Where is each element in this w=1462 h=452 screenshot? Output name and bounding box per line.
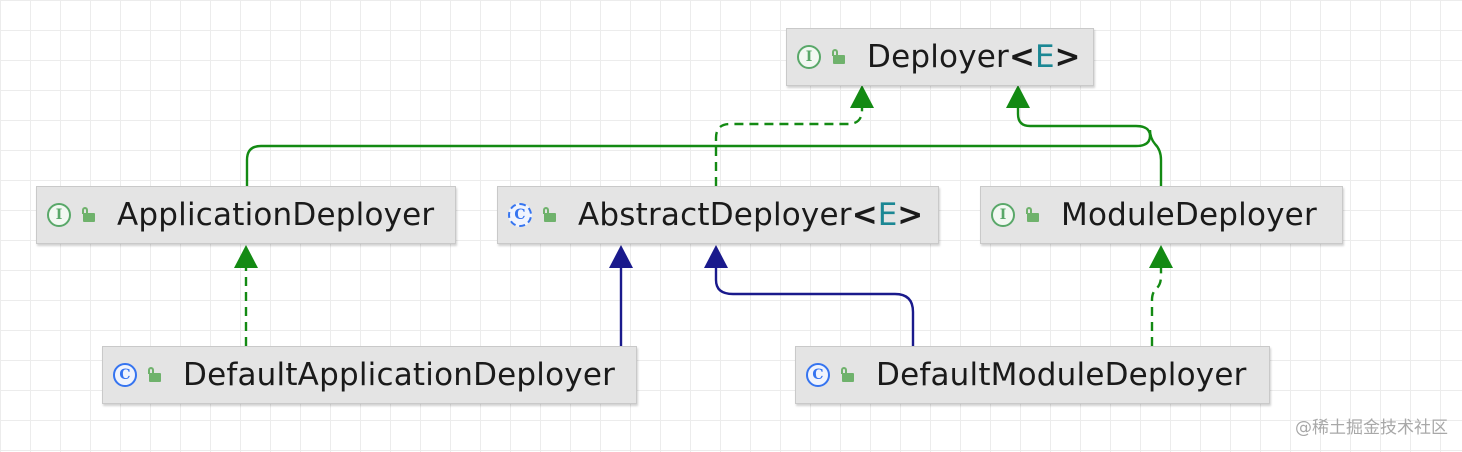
node-abstract-deployer[interactable]: C AbstractDeployer<E>	[497, 186, 939, 244]
class-name: DefaultApplicationDeployer	[183, 357, 616, 393]
class-name: Deployer	[867, 39, 1009, 75]
class-name: DefaultModuleDeployer	[876, 357, 1247, 393]
edge-application-deployer-to-deployer	[245, 100, 1152, 186]
node-module-deployer[interactable]: I ModuleDeployer	[980, 186, 1343, 244]
class-icon: C	[113, 363, 137, 387]
public-access-lock-icon	[81, 207, 95, 223]
arrowhead-module-deployer	[1149, 245, 1173, 268]
edge-abstract-deployer-to-deployer	[714, 102, 864, 186]
type-open: <	[851, 197, 878, 233]
type-parameter: E	[877, 197, 898, 233]
node-default-application-deployer[interactable]: C DefaultApplicationDeployer	[102, 346, 637, 404]
type-close: >	[897, 197, 924, 233]
arrowhead-application-deployer	[234, 245, 258, 268]
class-icon: C	[806, 363, 830, 387]
node-application-deployer[interactable]: I ApplicationDeployer	[36, 186, 456, 244]
type-close: >	[1054, 39, 1081, 75]
public-access-lock-icon	[542, 207, 556, 223]
arrowhead-abstract-deployer-right	[704, 245, 728, 268]
node-deployer[interactable]: I Deployer<E>	[786, 28, 1094, 86]
type-open: <	[1008, 39, 1035, 75]
class-name: ModuleDeployer	[1061, 197, 1317, 233]
public-access-lock-icon	[147, 367, 161, 383]
edge-default-module-deployer-to-abstract-deployer	[714, 262, 915, 346]
class-name: AbstractDeployer	[578, 197, 852, 233]
node-default-module-deployer[interactable]: C DefaultModuleDeployer	[795, 346, 1270, 404]
edge-default-module-deployer-to-module-deployer	[1150, 262, 1163, 346]
class-name: ApplicationDeployer	[117, 197, 435, 233]
interface-icon: I	[797, 45, 821, 69]
abstract-class-icon: C	[508, 203, 532, 227]
interface-icon: I	[47, 203, 71, 227]
public-access-lock-icon	[1025, 207, 1039, 223]
public-access-lock-icon	[831, 49, 845, 65]
interface-icon: I	[991, 203, 1015, 227]
arrowhead-deployer-right	[1006, 85, 1030, 108]
edge-module-deployer-to-deployer	[1148, 129, 1163, 186]
public-access-lock-icon	[840, 367, 854, 383]
arrowhead-abstract-deployer-left	[609, 245, 633, 268]
watermark: @稀土掘金技术社区	[1295, 418, 1448, 438]
type-parameter: E	[1034, 39, 1055, 75]
arrowhead-deployer-left	[850, 85, 874, 108]
